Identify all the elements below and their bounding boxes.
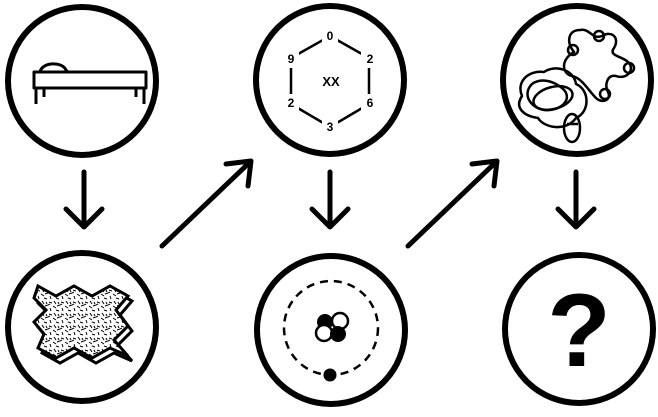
tangled-blobs-icon xyxy=(517,28,636,144)
blob-node xyxy=(566,43,580,57)
hexagon-mask xyxy=(361,50,377,68)
electron xyxy=(323,368,337,382)
down-arrow xyxy=(555,169,597,230)
cloth-panel xyxy=(5,250,159,404)
blob-node xyxy=(598,87,612,101)
panel-circle xyxy=(500,3,654,157)
question-panel: ? xyxy=(502,252,656,406)
down-arrow xyxy=(309,169,351,230)
bed-panel xyxy=(5,4,159,158)
panel-circle xyxy=(502,252,656,406)
blobs-panel xyxy=(500,3,654,157)
hexagon-panel: 0 2 6 3 2 9 XX xyxy=(253,3,407,157)
hexagon-label-upper-left: 9 xyxy=(288,52,295,66)
diagonal-up-arrow xyxy=(159,158,254,249)
hexagon-mask xyxy=(283,94,299,112)
hexagon-mask xyxy=(283,50,299,68)
blob-node xyxy=(592,29,606,43)
nucleus-proton xyxy=(330,326,346,342)
hexagon-mask xyxy=(361,94,377,112)
panel-circle xyxy=(253,3,407,157)
hexagon-label-upper-right: 2 xyxy=(367,52,374,66)
hexagon-label-bottom: 3 xyxy=(327,120,334,134)
nucleus-neutron xyxy=(314,323,334,343)
hexagon-mask xyxy=(322,26,338,44)
atom-panel xyxy=(254,253,408,407)
bed-icon xyxy=(32,62,148,104)
textured-fabric-icon xyxy=(31,283,135,365)
diagonal-up-arrow xyxy=(405,158,500,249)
atom-orbit-icon xyxy=(282,279,380,382)
hexagon-center-label: XX xyxy=(322,74,340,89)
hexagon-label-lower-right: 6 xyxy=(367,96,374,110)
hexagon-label-top: 0 xyxy=(327,29,334,43)
hexagon-label-lower-left: 2 xyxy=(288,96,295,110)
down-arrow xyxy=(63,169,105,230)
question-mark-icon: ? xyxy=(547,273,611,389)
hexagon-mask xyxy=(322,118,338,136)
blob-node xyxy=(622,61,636,75)
